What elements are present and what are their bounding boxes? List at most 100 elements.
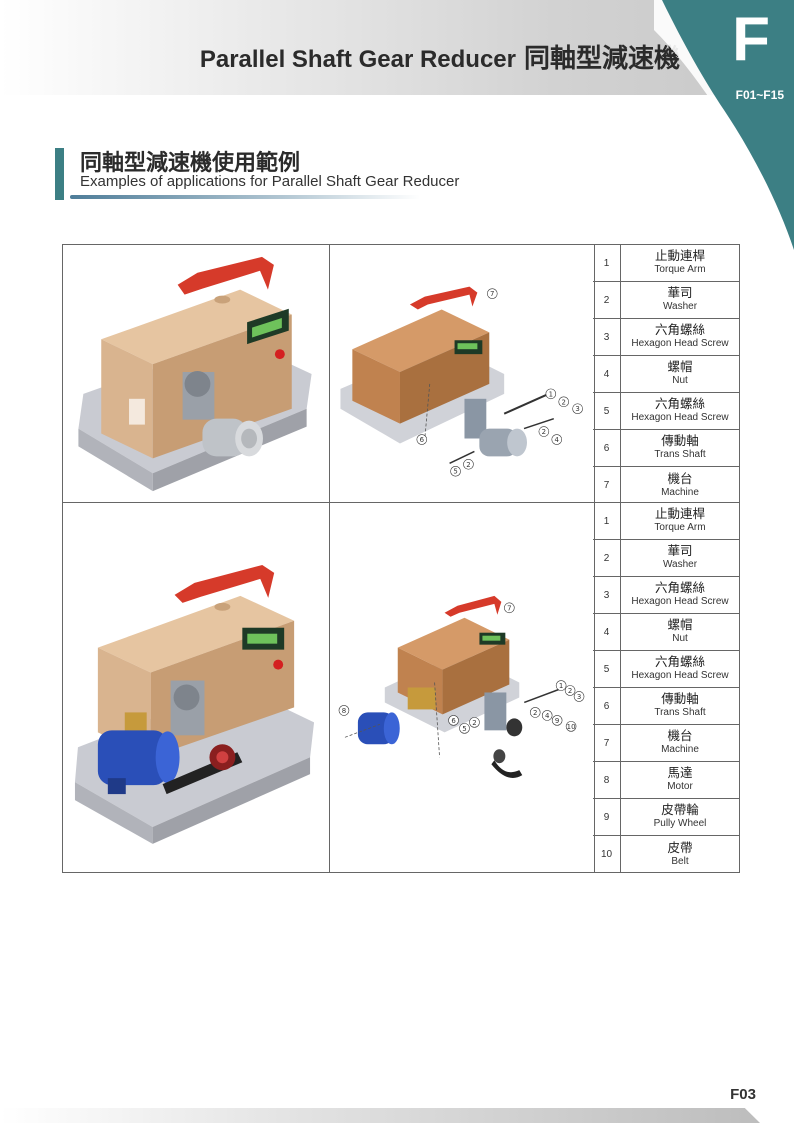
part-name-zh: 機台	[667, 471, 693, 486]
machine-with-motor-illustration	[74, 564, 315, 844]
part-name-en: Belt	[671, 855, 689, 867]
part-name-en: Hexagon Head Screw	[631, 338, 729, 349]
callout-label: 4	[545, 712, 550, 720]
part-number: 5	[593, 393, 621, 429]
part-name-en: Nut	[672, 633, 688, 644]
callout-label: 8	[342, 707, 346, 715]
part-name-zh: 皮帶輪	[661, 803, 699, 817]
part-number: 3	[593, 577, 621, 613]
machine-illustration	[78, 256, 312, 492]
part-name-zh: 傳動軸	[661, 692, 699, 706]
part-name-zh: 六角螺絲	[654, 397, 705, 411]
callout-label: 3	[575, 405, 579, 413]
assembled-machine-image-1	[63, 245, 330, 502]
section-underline	[70, 195, 420, 199]
section-accent-bar	[55, 148, 64, 200]
part-number: 9	[593, 799, 621, 835]
exploded-view-image-2: 7 1 2 3 2 4 9 10 8 6 5 2	[330, 503, 595, 872]
section-title-en: Examples of applications for Parallel Sh…	[80, 173, 460, 190]
part-name-en: Hexagon Head Screw	[631, 412, 729, 423]
section-tab	[654, 0, 794, 250]
part-number: 4	[593, 356, 621, 392]
part-name-en: Machine	[661, 744, 699, 755]
part-number: 10	[593, 836, 621, 873]
part-name-en: Motor	[667, 781, 693, 792]
part-name-en: Torque Arm	[654, 522, 706, 533]
part-name-en: Hexagon Head Screw	[631, 670, 729, 681]
part-name-zh: 六角螺絲	[654, 323, 705, 337]
part-name-zh: 六角螺絲	[654, 581, 705, 595]
part-name-zh: 華司	[667, 544, 693, 558]
part-number: 1	[593, 503, 621, 539]
callout-label: 6	[451, 717, 455, 725]
part-number: 3	[593, 319, 621, 355]
part-name-zh: 皮帶	[667, 840, 693, 855]
part-name-en: Washer	[662, 301, 698, 312]
exploded-view-image-1: 1 2 3 2 4 6 5 2 7	[330, 245, 595, 502]
callout-label: 2	[533, 709, 537, 717]
part-number: 4	[593, 614, 621, 650]
callout-label: 2	[542, 428, 546, 436]
part-name-en: Machine	[661, 486, 699, 498]
section-title-zh: 同軸型減速機使用範例	[80, 150, 301, 175]
part-number: 2	[593, 282, 621, 318]
callout-label: 4	[555, 436, 560, 444]
part-name-en: Trans Shaft	[654, 449, 706, 460]
callout-label: 2	[466, 461, 470, 469]
callout-label: 7	[490, 290, 494, 298]
part-name-zh: 機台	[667, 729, 693, 743]
part-number: 5	[593, 651, 621, 687]
part-name-en: Hexagon Head Screw	[631, 596, 729, 607]
part-name-en: Pully Wheel	[653, 818, 707, 829]
part-number: 8	[593, 762, 621, 798]
section-page-range: F01~F15	[735, 88, 784, 102]
part-name-en: Torque Arm	[654, 264, 706, 275]
footer-banner	[0, 1108, 760, 1123]
part-number: 7	[593, 467, 621, 504]
part-number: 6	[593, 688, 621, 724]
part-name-en: Washer	[662, 559, 698, 570]
callout-label: 2	[561, 398, 565, 406]
assembled-machine-image-2	[63, 503, 330, 872]
exploded-diagram-with-motor: 7 1 2 3 2 4 9 10 8 6 5 2	[338, 595, 585, 778]
callout-label: 5	[453, 468, 457, 476]
part-name-en: Nut	[672, 375, 688, 386]
part-number: 1	[593, 245, 621, 281]
callout-label: 7	[507, 604, 511, 612]
callout-label: 1	[559, 682, 563, 690]
part-name-zh: 止動連桿	[654, 249, 705, 263]
part-name-zh: 螺帽	[667, 360, 693, 374]
part-name-zh: 傳動軸	[661, 434, 699, 448]
callout-label: 10	[567, 723, 576, 731]
callout-label: 2	[568, 687, 572, 695]
part-name-zh: 螺帽	[667, 618, 693, 632]
callout-label: 5	[462, 725, 466, 733]
exploded-diagram: 1 2 3 2 4 6 5 2 7	[340, 286, 583, 477]
part-number: 2	[593, 540, 621, 576]
part-name-zh: 華司	[667, 286, 693, 300]
part-number: 6	[593, 430, 621, 466]
part-name-zh: 六角螺絲	[654, 655, 705, 669]
callout-label: 9	[555, 717, 559, 725]
page-number: F03	[730, 1086, 756, 1103]
callout-label: 6	[420, 436, 424, 444]
callout-label: 2	[472, 719, 476, 727]
